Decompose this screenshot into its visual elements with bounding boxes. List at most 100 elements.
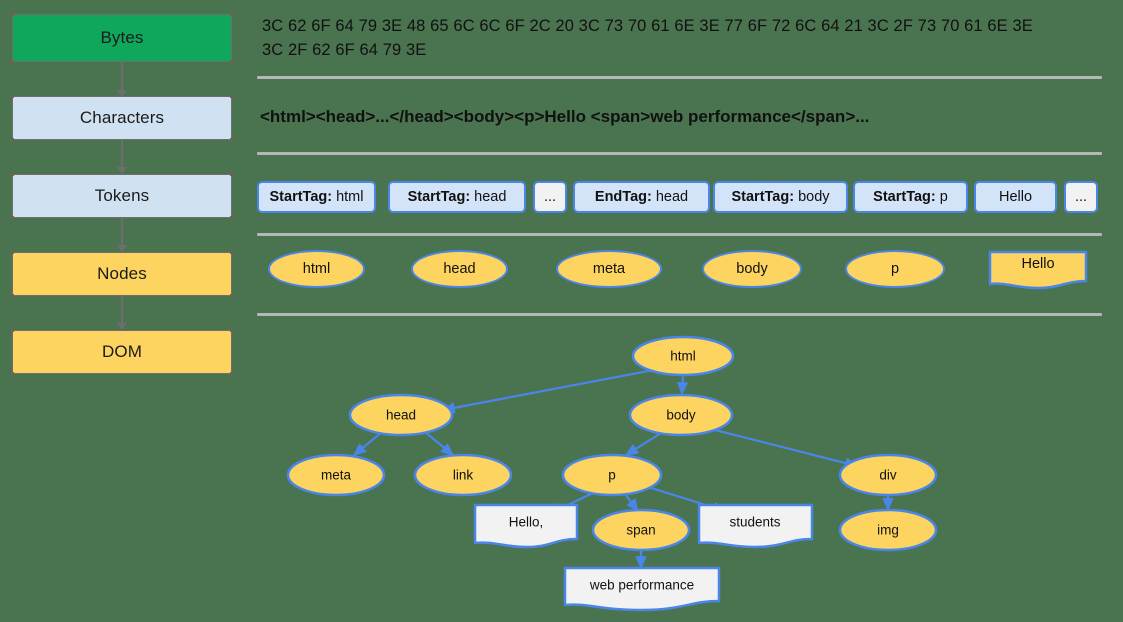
resize-handle-icon xyxy=(11,138,14,141)
resize-handle-icon xyxy=(230,329,233,332)
dom-tree-diagram: html head body meta link p xyxy=(286,335,938,612)
node-label: p xyxy=(890,261,900,277)
token-chip-value: p xyxy=(939,189,948,205)
resize-handle-icon xyxy=(230,216,233,219)
edge-head-link xyxy=(424,431,455,456)
token-chip-value: body xyxy=(798,189,830,205)
resize-handle-icon xyxy=(230,95,233,98)
stage-box-dom[interactable]: DOM xyxy=(11,329,233,375)
node-ellipse-body[interactable]: body xyxy=(702,250,802,288)
edge-body-div xyxy=(714,428,859,469)
dom-node-meta[interactable]: meta xyxy=(286,453,386,497)
pipeline-arrow-icon xyxy=(116,218,128,252)
token-chip-value: head xyxy=(655,189,689,205)
edge-head-meta xyxy=(352,431,383,456)
dom-node-text-students[interactable]: students xyxy=(697,503,814,549)
dom-node-text-hello[interactable]: Hello, xyxy=(473,503,579,549)
dom-node-text-web-performance[interactable]: web performance xyxy=(563,566,721,612)
node-label: head xyxy=(443,261,476,277)
wave-shape-icon xyxy=(563,566,721,612)
stage-box-characters[interactable]: Characters xyxy=(11,95,233,141)
token-chip[interactable]: StartTag:body xyxy=(713,181,848,213)
separator-line xyxy=(257,76,1102,79)
dom-node-p[interactable]: p xyxy=(561,453,663,497)
dom-node-label: span xyxy=(626,523,655,538)
node-ellipse-p[interactable]: p xyxy=(845,250,945,288)
node-ellipse-html[interactable]: html xyxy=(268,250,365,288)
token-chip-kind: StartTag: xyxy=(873,189,936,205)
dom-node-body[interactable]: body xyxy=(628,393,734,437)
dom-node-label: head xyxy=(386,408,416,423)
wave-shape-icon xyxy=(697,503,814,549)
stage-box-tokens[interactable]: Tokens xyxy=(11,173,233,219)
stage-label-dom: DOM xyxy=(102,342,142,361)
wave-shape-icon xyxy=(473,503,579,549)
resize-handle-icon xyxy=(11,294,14,297)
dom-node-label: p xyxy=(608,468,616,483)
token-chip-value: ... xyxy=(1074,189,1088,205)
resize-handle-icon xyxy=(11,329,14,332)
token-chip[interactable]: StartTag:head xyxy=(388,181,526,213)
token-chip-kind: StartTag: xyxy=(731,189,795,205)
resize-handle-icon xyxy=(230,294,233,297)
dom-node-label: body xyxy=(666,408,696,423)
dom-node-div[interactable]: div xyxy=(838,453,938,497)
dom-node-span[interactable]: span xyxy=(591,508,691,552)
token-chip[interactable]: StartTag:p xyxy=(853,181,968,213)
separator-line xyxy=(257,233,1102,236)
resize-handle-icon xyxy=(11,13,14,16)
separator-line xyxy=(257,152,1102,155)
edge-html-body xyxy=(676,374,689,396)
stage-box-nodes[interactable]: Nodes xyxy=(11,251,233,297)
token-chip-ellipsis[interactable]: ... xyxy=(1064,181,1098,213)
dom-node-link[interactable]: link xyxy=(413,453,513,497)
stage-label-bytes: Bytes xyxy=(100,28,144,47)
edge-p-span xyxy=(624,493,639,513)
resize-handle-icon xyxy=(11,95,14,98)
characters-markup-text: <html><head>...</head><body><p>Hello <sp… xyxy=(260,107,870,126)
resize-handle-icon xyxy=(230,372,233,375)
stage-box-bytes[interactable]: Bytes xyxy=(11,13,233,63)
resize-handle-icon xyxy=(230,138,233,141)
resize-handle-icon xyxy=(230,173,233,176)
edge-html-head xyxy=(441,366,665,414)
resize-handle-icon xyxy=(11,216,14,219)
edge-body-p xyxy=(624,432,662,456)
stage-label-nodes: Nodes xyxy=(97,264,147,283)
token-chip-kind: StartTag: xyxy=(269,189,333,205)
resize-handle-icon xyxy=(230,251,233,254)
token-chip-kind: EndTag: xyxy=(594,189,652,205)
resize-handle-icon xyxy=(230,60,233,63)
resize-handle-icon xyxy=(11,60,14,63)
token-chip[interactable]: Hello xyxy=(974,181,1057,213)
dom-tree-edges xyxy=(352,366,894,570)
token-chip[interactable]: EndTag:head xyxy=(573,181,710,213)
dom-node-label: web performance xyxy=(589,578,694,593)
node-text-hello[interactable]: Hello xyxy=(988,250,1088,290)
separator-line xyxy=(257,313,1102,316)
token-chip-ellipsis[interactable]: ... xyxy=(533,181,567,213)
resize-handle-icon xyxy=(11,173,14,176)
token-chip-value: ... xyxy=(543,189,557,205)
node-ellipse-meta[interactable]: meta xyxy=(556,250,662,288)
resize-handle-icon xyxy=(11,251,14,254)
token-chip-value: html xyxy=(336,189,364,205)
token-chip[interactable]: StartTag:html xyxy=(257,181,376,213)
pipeline-arrow-icon xyxy=(116,140,128,174)
wave-shape-icon xyxy=(988,250,1088,290)
dom-node-label: link xyxy=(453,468,474,483)
dom-node-label: students xyxy=(729,515,780,530)
dom-node-label: meta xyxy=(321,468,352,483)
dom-node-img[interactable]: img xyxy=(838,508,938,552)
stage-label-tokens: Tokens xyxy=(94,186,150,205)
resize-handle-icon xyxy=(230,13,233,16)
token-chip-kind: StartTag: xyxy=(407,189,471,205)
node-ellipse-head[interactable]: head xyxy=(411,250,508,288)
dom-node-label: div xyxy=(879,468,897,483)
dom-node-label: img xyxy=(877,523,899,538)
dom-node-head[interactable]: head xyxy=(348,393,454,437)
stage-label-characters: Characters xyxy=(79,108,165,127)
pipeline-arrow-icon xyxy=(116,62,128,97)
dom-node-html[interactable]: html xyxy=(631,335,735,377)
